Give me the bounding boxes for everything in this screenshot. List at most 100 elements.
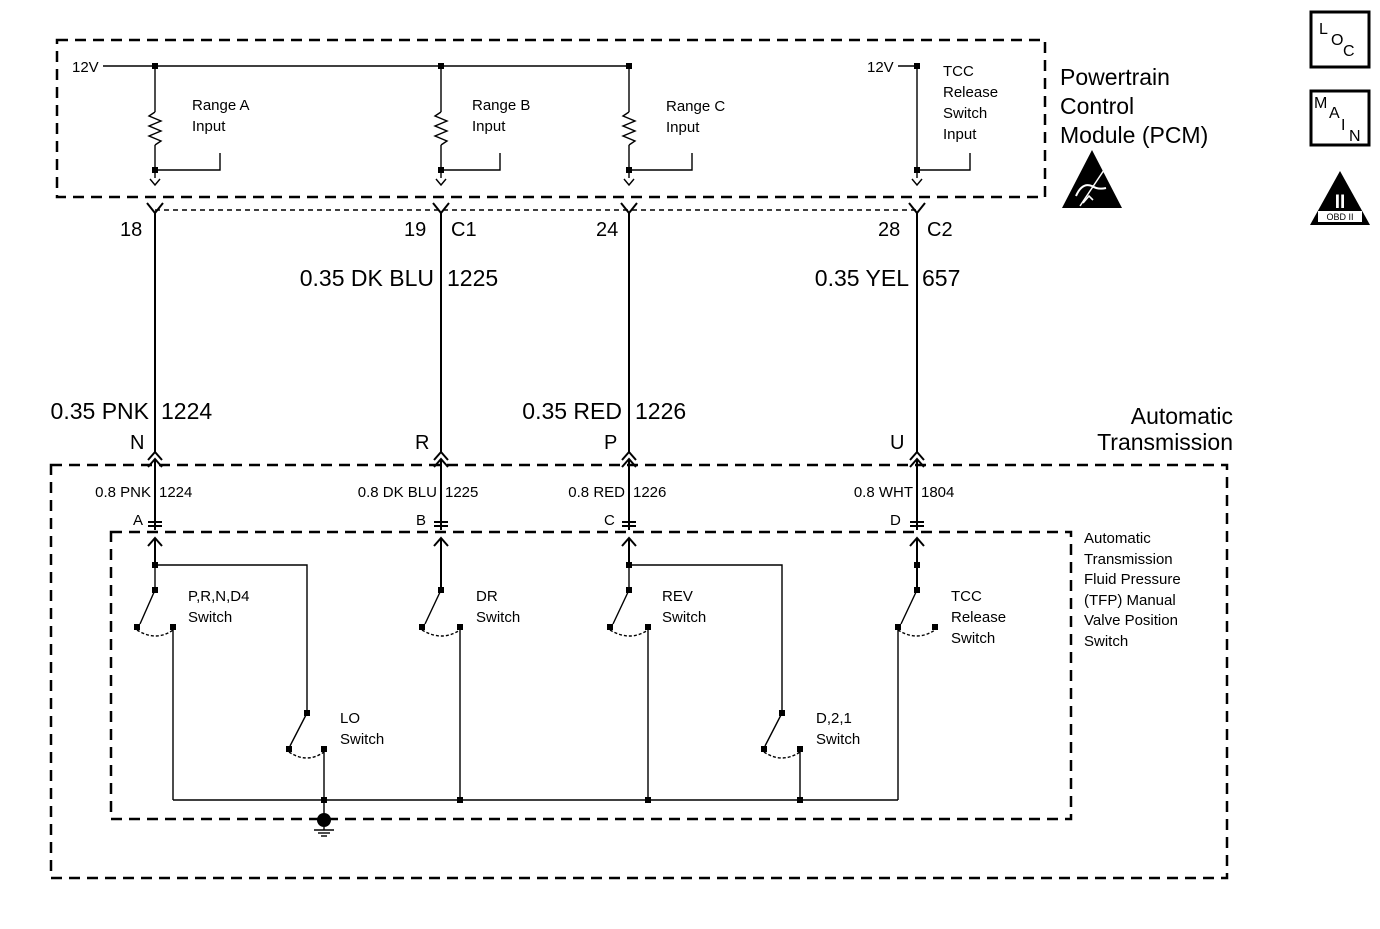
range-b-label-2: Input (472, 118, 506, 135)
svg-text:O: O (1331, 32, 1343, 49)
dr-switch-label-2: Switch (476, 609, 520, 626)
d21-switch-label-1: D,2,1 (816, 710, 852, 727)
int-pin-b: B (416, 512, 426, 529)
pcm-connector-c2: C2 (927, 219, 953, 241)
int-wire-label-red: 0.8 RED (568, 484, 625, 501)
pcm-pin-28: 28 (878, 219, 900, 241)
d21-switch: D,2,1 Switch (761, 710, 860, 800)
tcc-input-label-3: Switch (943, 105, 987, 122)
tfp-switch-box (109, 530, 1073, 821)
obd-ii-icon[interactable]: II OBD II (1310, 171, 1370, 225)
rev-switch-label-1: REV (662, 588, 693, 605)
tfp-connector-chevrons (147, 536, 925, 590)
wire-circuit-1226-number: 1226 (635, 398, 686, 424)
int-pin-a: A (133, 512, 143, 529)
svg-text:C: C (1343, 43, 1355, 60)
wire-circuit-657 (908, 202, 926, 452)
svg-text:II: II (1335, 192, 1346, 213)
tcc-release-switch: TCC Release Switch (895, 562, 1006, 800)
pcm-title-2: Control (1060, 93, 1134, 119)
int-wire-circuit-1226: 1226 (633, 484, 666, 501)
wire-circuit-1224-number: 1224 (161, 398, 212, 424)
trans-connector-p (621, 450, 637, 530)
d21-switch-label-2: Switch (816, 731, 860, 748)
ground-bus (173, 797, 898, 803)
tcc-switch-label-1: TCC (951, 588, 982, 605)
svg-text:N: N (1349, 128, 1361, 145)
int-wire-circuit-1804: 1804 (921, 484, 954, 501)
svg-text:A: A (1329, 105, 1340, 122)
tcc-input-label-1: TCC (943, 63, 974, 80)
pcm-supply-12v-left: 12V (72, 59, 99, 76)
trans-pin-p: P (604, 432, 617, 454)
wire-label-dk-blu: 0.35 DK BLU (300, 265, 434, 291)
rev-switch-label-2: Switch (662, 609, 706, 626)
pcm-connector-c1: C1 (451, 219, 477, 241)
range-b-input: Range B Input (433, 66, 530, 187)
wire-circuit-1226 (620, 202, 638, 452)
svg-text:OBD II: OBD II (1326, 212, 1353, 222)
tcc-input-label-4: Input (943, 126, 977, 143)
wire-circuit-1225-number: 1225 (447, 265, 498, 291)
tcc-release-switch-input: 12V TCC Release Switch Input (867, 59, 998, 187)
tfp-title-5: Valve Position (1084, 612, 1178, 629)
tfp-title-6: Switch (1084, 633, 1128, 650)
pcm-title-3: Module (PCM) (1060, 122, 1208, 148)
pcm-title-1: Powertrain (1060, 64, 1170, 90)
wire-circuit-657-number: 657 (922, 265, 960, 291)
lo-switch-label-2: Switch (340, 731, 384, 748)
int-wire-label-pnk: 0.8 PNK (95, 484, 151, 501)
trans-pin-r: R (415, 432, 429, 454)
tfp-title-4: (TFP) Manual (1084, 592, 1176, 609)
loc-icon[interactable]: L O C (1309, 10, 1371, 69)
tcc-switch-label-3: Switch (951, 630, 995, 647)
trans-connector-u (909, 450, 925, 530)
dr-switch: DR Switch (419, 587, 520, 800)
range-c-label-1: Range C (666, 98, 725, 115)
trans-pin-u: U (890, 432, 904, 454)
range-c-label-2: Input (666, 119, 700, 136)
int-wire-label-dk-blu: 0.8 DK BLU (358, 484, 437, 501)
trans-pin-n: N (130, 432, 144, 454)
lo-switch: LO Switch (286, 710, 384, 815)
pcm-box (55, 38, 1047, 199)
pcm-pin-19: 19 (404, 219, 426, 241)
int-wire-circuit-1225: 1225 (445, 484, 478, 501)
svg-text:L: L (1319, 21, 1328, 38)
prnd4-switch-label-1: P,R,N,D4 (188, 588, 249, 605)
trans-connector-n (147, 450, 163, 530)
transmission-title-2: Transmission (1097, 429, 1233, 455)
range-c-input: Range C Input (621, 66, 725, 187)
range-b-label-1: Range B (472, 97, 530, 114)
pcm-supply-12v-right: 12V (867, 59, 894, 76)
int-wire-circuit-1224: 1224 (159, 484, 192, 501)
trans-connector-r (433, 450, 449, 530)
wire-circuit-1224 (146, 202, 164, 452)
main-icon[interactable]: M A I N (1309, 89, 1371, 147)
transmission-title-1: Automatic (1131, 403, 1233, 429)
wire-label-pnk: 0.35 PNK (51, 398, 150, 424)
rev-switch: REV Switch (607, 562, 783, 800)
wire-circuit-1225 (432, 202, 450, 452)
int-wire-label-wht: 0.8 WHT (854, 484, 913, 501)
tcc-input-label-2: Release (943, 84, 998, 101)
dr-switch-label-1: DR (476, 588, 498, 605)
range-a-input: Range A Input (147, 66, 250, 187)
svg-text:I: I (1341, 117, 1345, 134)
tfp-title-1: Automatic (1084, 530, 1151, 547)
tcc-switch-label-2: Release (951, 609, 1006, 626)
tfp-title-2: Transmission (1084, 551, 1173, 568)
esd-warning-icon (1062, 150, 1122, 208)
pcm-pin-24: 24 (596, 219, 618, 241)
int-pin-d: D (890, 512, 901, 529)
wire-label-yel: 0.35 YEL (815, 265, 909, 291)
svg-text:M: M (1314, 95, 1327, 112)
wire-label-red: 0.35 RED (522, 398, 622, 424)
prnd4-switch: P,R,N,D4 Switch (134, 562, 308, 800)
range-a-label-2: Input (192, 118, 226, 135)
prnd4-switch-label-2: Switch (188, 609, 232, 626)
pcm-pin-18: 18 (120, 219, 142, 241)
tfp-title-3: Fluid Pressure (1084, 571, 1181, 588)
int-pin-c: C (604, 512, 615, 529)
